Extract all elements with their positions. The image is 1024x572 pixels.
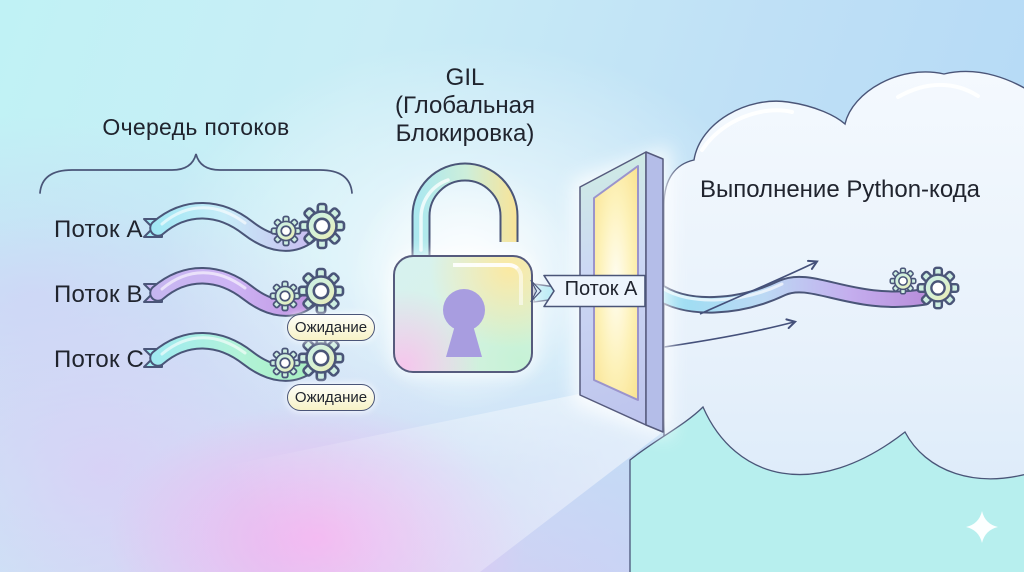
waiting-badge: Ожидание [287, 314, 375, 341]
gear-icon [298, 202, 346, 250]
padlock-icon [393, 255, 533, 373]
queue-title: Очередь потоков [102, 114, 290, 140]
waiting-badge: Ожидание [287, 384, 375, 411]
foreground-cloud-icon [629, 405, 1024, 572]
gil-title: GIL (Глобальная Блокировка) [395, 64, 535, 147]
thread-label-a: Поток A [54, 216, 143, 243]
waiting-badge-label: Ожидание [294, 319, 368, 336]
thread-label-b: Поток B [54, 281, 143, 308]
thread-label-c: Поток C [54, 346, 145, 373]
door-light-beam [0, 393, 664, 572]
execution-title: Выполнение Python-кода [699, 176, 980, 203]
output-thread-ribbon [647, 275, 933, 314]
gear-icon [269, 280, 301, 312]
banner-label: Поток A [564, 278, 638, 300]
gear-icon [269, 347, 301, 379]
gear-icon [297, 267, 345, 315]
gear-icon [297, 334, 345, 382]
thread-ribbon [143, 202, 318, 252]
padlock-shackle [411, 162, 519, 258]
flow-arrow-icon [699, 259, 819, 315]
queue-brace [39, 153, 353, 194]
thread-ribbon [143, 267, 318, 317]
sparkle-icon [966, 511, 998, 543]
waiting-badge-label: Ожидание [294, 389, 368, 406]
gear-icon [916, 266, 960, 310]
gear-icon [889, 267, 917, 295]
gear-icon [270, 215, 302, 247]
thread-banner: Поток A [528, 274, 648, 308]
banner-shape [530, 274, 646, 308]
execution-cloud-icon [663, 70, 1024, 572]
